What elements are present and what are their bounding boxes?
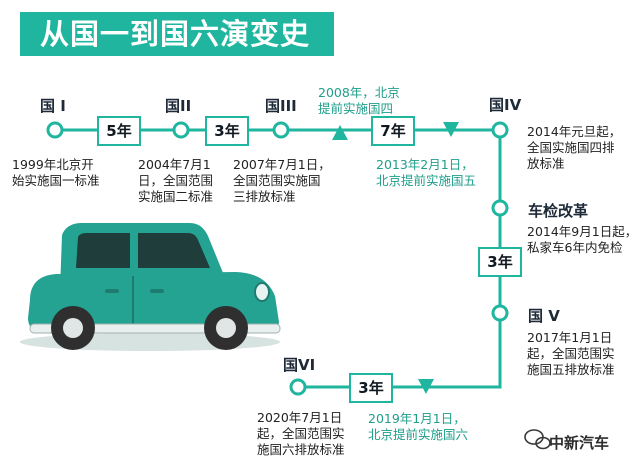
note-line: 北京提前实施国五 <box>376 173 477 188</box>
desc-line: 2017年1月1日 <box>527 330 613 345</box>
node-g5 <box>491 304 509 322</box>
node-inspect <box>491 199 509 217</box>
desc-line: 放标准 <box>527 156 565 171</box>
stage-name-g2: 国II <box>165 97 192 115</box>
node-g1 <box>46 121 64 139</box>
desc-line: 三排放标准 <box>233 189 296 204</box>
interval-box: 5年 <box>97 116 141 146</box>
desc-line: 2014年元旦起， <box>527 124 622 139</box>
desc-line: 2007年7月1日， <box>233 157 331 172</box>
desc-line: 私家车6年内免检 <box>527 240 623 255</box>
beijing-down-marker-icon <box>418 379 434 394</box>
node-g4 <box>491 121 509 139</box>
desc-line: 全国范围实施国 <box>233 173 321 188</box>
note-line: 2019年1月1日， <box>368 411 466 426</box>
note-line: 2008年，北京 <box>318 85 400 100</box>
beijing-up-marker-icon <box>332 125 348 140</box>
stage-desc-g1: 1999年北京开 始实施国一标准 <box>12 157 100 189</box>
stage-name-g5: 国 V <box>528 307 560 325</box>
desc-line: 施国六排放标准 <box>257 442 345 457</box>
note-line: 提前实施国四 <box>318 101 394 116</box>
cartoon-car-icon <box>28 223 281 350</box>
beijing-note-g5: 2013年2月1日， 北京提前实施国五 <box>376 157 476 189</box>
desc-line: 全国实施国四排 <box>527 140 615 155</box>
stage-desc-g6: 2020年7月1日 起，全国范围实 施国六排放标准 <box>257 410 345 458</box>
brand-label: 中新汽车 <box>549 434 610 452</box>
desc-line: 2014年9月1日起， <box>527 224 638 239</box>
stage-desc-g3: 2007年7月1日， 全国范围实施国 三排放标准 <box>233 157 331 205</box>
desc-line: 日，全国范围 <box>138 173 214 188</box>
stage-name-g3: 国III <box>265 97 297 115</box>
node-g2 <box>172 121 190 139</box>
desc-line: 起，全国范围实 <box>527 346 615 361</box>
stage-desc-inspect: 2014年9月1日起， 私家车6年内免检 <box>527 224 637 256</box>
stage-desc-g5: 2017年1月1日 起，全国范围实 施国五排放标准 <box>527 330 615 378</box>
desc-line: 施国五排放标准 <box>527 362 615 377</box>
interval-box: 3年 <box>205 116 249 146</box>
note-line: 2013年2月1日， <box>376 157 474 172</box>
stage-desc-g4: 2014年元旦起， 全国实施国四排 放标准 <box>527 124 621 172</box>
stage-name-g4: 国IV <box>489 96 522 114</box>
interval-box: 7年 <box>371 116 415 146</box>
desc-line: 1999年北京开 <box>12 157 94 172</box>
desc-line: 2004年7月1 <box>138 157 211 172</box>
desc-line: 2020年7月1日 <box>257 410 343 425</box>
page-title: 从国一到国六演变史 <box>40 17 311 51</box>
stage-name-inspect: 车检改革 <box>528 202 589 220</box>
stage-desc-g2: 2004年7月1 日，全国范围 实施国二标准 <box>138 157 213 205</box>
beijing-note-g4: 2008年，北京 提前实施国四 <box>318 85 400 117</box>
desc-line: 始实施国一标准 <box>12 173 100 188</box>
desc-line: 起，全国范围实 <box>257 426 345 441</box>
beijing-note-g6: 2019年1月1日， 北京提前实施国六 <box>368 411 468 443</box>
interval-box: 3年 <box>349 373 393 403</box>
note-line: 北京提前实施国六 <box>368 427 469 442</box>
stage-name-g6: 国VI <box>283 356 316 374</box>
interval-box: 3年 <box>478 247 522 277</box>
desc-line: 实施国二标准 <box>138 189 214 204</box>
wechat-icon <box>524 429 551 450</box>
node-g3 <box>272 121 290 139</box>
title-banner <box>20 12 334 56</box>
beijing-down-marker-icon <box>443 122 459 137</box>
stage-name-g1: 国 I <box>40 97 66 115</box>
node-g6 <box>289 378 307 396</box>
